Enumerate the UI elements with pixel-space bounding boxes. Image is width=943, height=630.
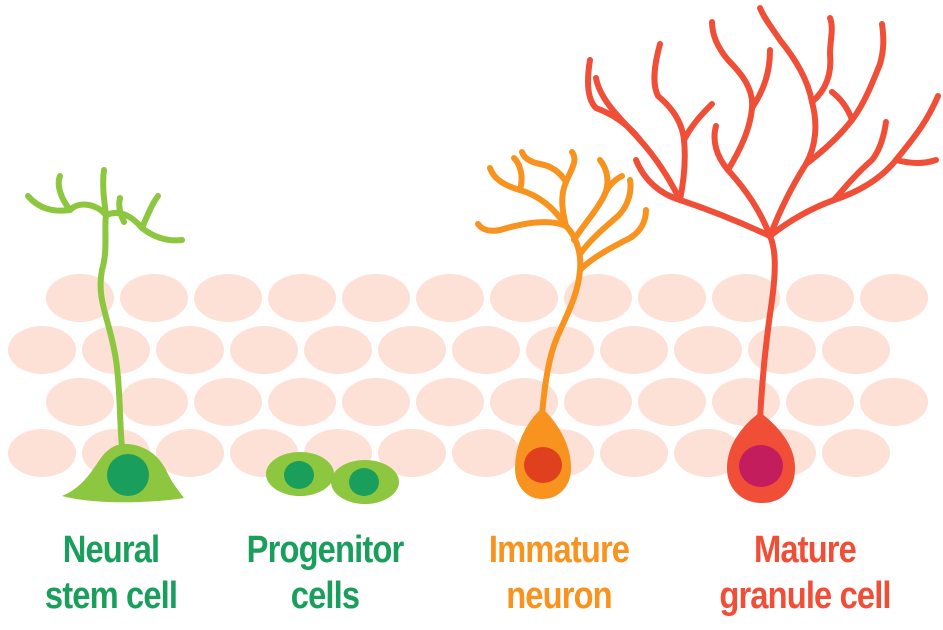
label-immature-neuron: Immature neuron — [464, 527, 655, 619]
tissue-cell — [378, 326, 446, 374]
tissue-cell — [156, 429, 224, 477]
mature-cell-branch — [681, 101, 715, 143]
mature-granule-cell-nucleus — [739, 445, 783, 487]
stem-cell-branch — [25, 193, 73, 214]
tissue-cell — [120, 378, 188, 426]
immature-neuron-process — [539, 223, 584, 419]
tissue-cell — [786, 274, 854, 322]
tissue-cell — [304, 326, 372, 374]
tissue-cell — [194, 274, 262, 322]
immature-neuron-branch — [577, 207, 649, 273]
tissue-cell — [378, 429, 446, 477]
mature-cell-branch — [709, 19, 756, 173]
label-line: Neural — [62, 529, 160, 571]
immature-neuron-branch — [519, 149, 569, 185]
neural-stem-cell — [25, 167, 185, 503]
tissue-cell — [194, 378, 262, 426]
tissue-cell — [674, 326, 742, 374]
immature-neuron-nucleus — [524, 447, 562, 483]
tissue-cell — [674, 429, 742, 477]
tissue-cell — [564, 378, 632, 426]
tissue-cell — [638, 378, 706, 426]
tissue-cell — [8, 429, 76, 477]
immature-neuron-branch — [577, 177, 634, 257]
mature-cell-process — [757, 233, 778, 423]
label-line: cells — [290, 575, 360, 617]
label-line: Progenitor — [246, 529, 404, 571]
mature-cell-branch — [831, 119, 889, 203]
tissue-cell — [8, 326, 76, 374]
tissue-cell — [156, 326, 224, 374]
tissue-cell — [342, 378, 410, 426]
label-mature-granule-cell: Mature granule cell — [698, 527, 913, 619]
tissue-cell — [230, 326, 298, 374]
tissue-cell — [822, 326, 890, 374]
immature-neuron-branch — [475, 219, 569, 234]
tissue-cell — [822, 429, 890, 477]
mature-granule-cell-dendrites — [585, 5, 941, 423]
immature-neuron-branch — [559, 149, 578, 229]
mature-cell-branch — [585, 57, 643, 143]
stem-cell-branch — [100, 167, 109, 218]
tissue-cell — [712, 274, 780, 322]
progenitor-cell-nucleus — [284, 461, 314, 489]
tissue-cell — [452, 326, 520, 374]
mature-cell-branch — [803, 21, 887, 167]
tissue-cell — [416, 274, 484, 322]
stem-cell-branch — [139, 225, 185, 244]
mature-cell-branch — [757, 5, 815, 105]
tissue-cell — [452, 429, 520, 477]
immature-neuron-branch — [601, 173, 625, 199]
mature-cell-branch — [767, 93, 941, 239]
tissue-cell — [490, 274, 558, 322]
tissue-cell — [120, 274, 188, 322]
progenitor-cell-nucleus — [349, 468, 379, 496]
stem-cell-branch — [116, 195, 127, 225]
stem-cell-branches — [25, 167, 185, 473]
immature-neuron-branch — [511, 155, 525, 193]
mature-cell-branch — [651, 41, 688, 203]
stem-cell-process — [97, 212, 129, 473]
tissue-cell — [268, 274, 336, 322]
label-progenitor-cells: Progenitor cells — [230, 527, 421, 619]
progenitor-cells — [266, 452, 399, 504]
stem-cell-nucleus — [107, 454, 149, 496]
tissue-cell — [46, 378, 114, 426]
mature-cell-branch — [809, 15, 835, 105]
tissue-cell — [638, 274, 706, 322]
tissue-cell — [860, 274, 928, 322]
tissue-cell — [526, 326, 594, 374]
label-line: Immature — [488, 529, 630, 571]
tissue-cell — [600, 326, 668, 374]
stem-cell-branch — [139, 193, 161, 231]
stem-cell-branch — [55, 173, 73, 213]
tissue-cell — [600, 429, 668, 477]
label-neural-stem-cell: Neural stem cell — [16, 527, 207, 619]
tissue-cell — [564, 274, 632, 322]
tissue-cell — [712, 378, 780, 426]
tissue-cell — [748, 326, 816, 374]
tissue-cell — [860, 378, 928, 426]
label-line: Mature — [754, 529, 857, 571]
immature-neuron — [475, 149, 649, 499]
immature-neuron-branch — [487, 165, 569, 229]
mature-cell-branch — [829, 89, 855, 123]
label-line: neuron — [506, 575, 612, 617]
tissue-cell — [46, 274, 114, 322]
label-line: stem cell — [44, 575, 178, 617]
mature-cell-branch — [767, 99, 819, 239]
tissue-cell — [342, 274, 410, 322]
tissue-cell — [416, 378, 484, 426]
mature-cell-branch — [749, 47, 773, 111]
immature-neuron-dendrites — [475, 149, 649, 419]
tissue-cell — [786, 378, 854, 426]
mature-granule-cell — [585, 5, 941, 503]
stem-cell-branch — [67, 201, 109, 218]
label-line: granule cell — [719, 575, 891, 617]
tissue-cell — [268, 378, 336, 426]
mature-cell-branch — [893, 157, 939, 166]
